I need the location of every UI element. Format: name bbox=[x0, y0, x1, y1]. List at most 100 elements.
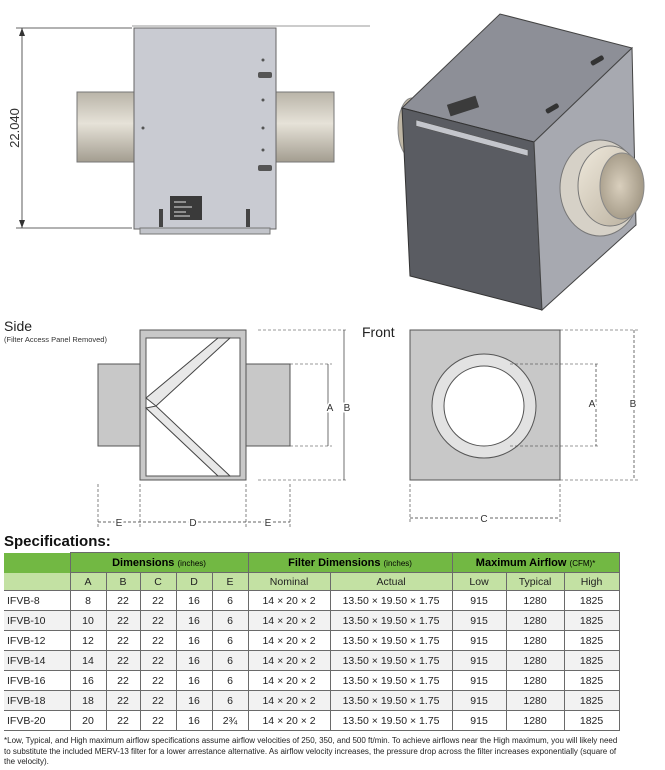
column-header: Typical bbox=[505, 572, 565, 591]
group-header-dimensions: Dimensions (inches) bbox=[69, 552, 249, 573]
table-cell: 915 bbox=[451, 630, 507, 651]
table-cell: 22 bbox=[105, 710, 141, 731]
side-dim-e-right: E bbox=[265, 518, 272, 529]
table-cell: 22 bbox=[139, 710, 177, 731]
column-header: A bbox=[69, 572, 107, 591]
table-cell: 6 bbox=[211, 610, 249, 631]
table-cell: 22 bbox=[105, 650, 141, 671]
table-cell: 13.50 × 19.50 × 1.75 bbox=[329, 670, 453, 691]
table-cell: 1280 bbox=[505, 690, 565, 711]
group-header-airflow: Maximum Airflow (CFM)* bbox=[451, 552, 620, 573]
model-cell: IFVB-18 bbox=[4, 690, 71, 711]
side-view-diagram: A B E D E bbox=[97, 329, 352, 531]
table-cell: 1825 bbox=[563, 710, 620, 731]
table-cell: 13.50 × 19.50 × 1.75 bbox=[329, 710, 453, 731]
table-cell: 1825 bbox=[563, 610, 620, 631]
model-cell: IFVB-20 bbox=[4, 710, 71, 731]
model-cell: IFVB-12 bbox=[4, 630, 71, 651]
model-cell: IFVB-10 bbox=[4, 610, 71, 631]
isometric-view bbox=[397, 13, 645, 312]
height-dimension-label: 22.040 bbox=[7, 108, 22, 148]
table-cell: 18 bbox=[69, 690, 107, 711]
table-row: IFVB-8 8 22 22 16 6 14 × 20 × 2 13.50 × … bbox=[4, 590, 620, 611]
column-header: Low bbox=[451, 572, 507, 591]
table-cell: 14 bbox=[69, 650, 107, 671]
side-view-subtitle: (Filter Access Panel Removed) bbox=[4, 335, 107, 344]
table-cell: 6 bbox=[211, 690, 249, 711]
table-row: IFVB-16 16 22 22 16 6 14 × 20 × 2 13.50 … bbox=[4, 670, 620, 691]
table-cell: 14 × 20 × 2 bbox=[247, 590, 331, 611]
front-collar-opening bbox=[443, 365, 525, 447]
table-cell: 14 × 20 × 2 bbox=[247, 610, 331, 631]
column-header: Actual bbox=[329, 572, 453, 591]
side-view-title: Side bbox=[4, 318, 33, 334]
table-cell: 1280 bbox=[505, 630, 565, 651]
group-header-filter: Filter Dimensions (inches) bbox=[247, 552, 453, 573]
table-cell: 1280 bbox=[505, 670, 565, 691]
table-cell: 16 bbox=[175, 630, 213, 651]
table-cell: 1825 bbox=[563, 650, 620, 671]
front-dim-a: A bbox=[589, 399, 596, 410]
table-cell: 14 × 20 × 2 bbox=[247, 650, 331, 671]
table-cell: 1280 bbox=[505, 590, 565, 611]
table-cell: 16 bbox=[69, 670, 107, 691]
table-cell: 1280 bbox=[505, 710, 565, 731]
table-cell: 22 bbox=[139, 690, 177, 711]
table-cell: 14 × 20 × 2 bbox=[247, 630, 331, 651]
table-cell: 915 bbox=[451, 670, 507, 691]
v-filter-lower bbox=[144, 405, 232, 477]
specifications-table: Dimensions (inches) Filter Dimensions (i… bbox=[4, 552, 620, 731]
table-cell: 13.50 × 19.50 × 1.75 bbox=[329, 690, 453, 711]
table-cell: 22 bbox=[105, 610, 141, 631]
table-cell: 1825 bbox=[563, 630, 620, 651]
table-cell: 14 × 20 × 2 bbox=[247, 670, 331, 691]
table-cell: 22 bbox=[139, 670, 177, 691]
table-cell: 20 bbox=[69, 710, 107, 731]
table-cell: 22 bbox=[139, 650, 177, 671]
table-cell: 10 bbox=[69, 610, 107, 631]
front-view-diagram: A B C bbox=[409, 329, 638, 527]
table-row: IFVB-20 20 22 22 16 2¾ 14 × 20 × 2 13.50… bbox=[4, 710, 620, 731]
side-dim-b: B bbox=[344, 403, 351, 414]
front-dim-b: B bbox=[630, 399, 637, 410]
table-cell: 1825 bbox=[563, 590, 620, 611]
table-cell: 6 bbox=[211, 630, 249, 651]
table-row: IFVB-10 10 22 22 16 6 14 × 20 × 2 13.50 … bbox=[4, 610, 620, 631]
table-cell: 22 bbox=[105, 690, 141, 711]
front-dim-c: C bbox=[480, 514, 487, 525]
side-right-collar bbox=[245, 363, 291, 447]
table-cell: 1825 bbox=[563, 690, 620, 711]
side-dim-e-left: E bbox=[116, 518, 123, 529]
column-header: High bbox=[563, 572, 620, 591]
housing-body bbox=[133, 27, 277, 230]
table-cell: 915 bbox=[451, 590, 507, 611]
table-cell: 16 bbox=[175, 690, 213, 711]
table-cell: 16 bbox=[175, 610, 213, 631]
column-header: Nominal bbox=[247, 572, 331, 591]
model-cell: IFVB-16 bbox=[4, 670, 71, 691]
side-dim-d: D bbox=[189, 518, 196, 529]
table-cell: 6 bbox=[211, 590, 249, 611]
table-cell: 1280 bbox=[505, 610, 565, 631]
table-cell: 915 bbox=[451, 690, 507, 711]
table-cell: 16 bbox=[175, 710, 213, 731]
table-cell: 22 bbox=[105, 590, 141, 611]
table-cell: 13.50 × 19.50 × 1.75 bbox=[329, 610, 453, 631]
table-row: IFVB-18 18 22 22 16 6 14 × 20 × 2 13.50 … bbox=[4, 690, 620, 711]
table-cell: 915 bbox=[451, 650, 507, 671]
table-cell: 16 bbox=[175, 650, 213, 671]
table-cell: 13.50 × 19.50 × 1.75 bbox=[329, 590, 453, 611]
side-left-collar bbox=[97, 363, 141, 447]
table-cell: 6 bbox=[211, 670, 249, 691]
column-header: C bbox=[139, 572, 177, 591]
table-row: IFVB-12 12 22 22 16 6 14 × 20 × 2 13.50 … bbox=[4, 630, 620, 651]
front-view-title: Front bbox=[362, 324, 395, 340]
table-cell: 14 × 20 × 2 bbox=[247, 690, 331, 711]
column-header: E bbox=[211, 572, 249, 591]
table-cell: 915 bbox=[451, 710, 507, 731]
table-cell: 915 bbox=[451, 610, 507, 631]
table-cell: 16 bbox=[175, 670, 213, 691]
right-collar bbox=[275, 91, 335, 163]
table-cell: 8 bbox=[69, 590, 107, 611]
table-cell: 12 bbox=[69, 630, 107, 651]
